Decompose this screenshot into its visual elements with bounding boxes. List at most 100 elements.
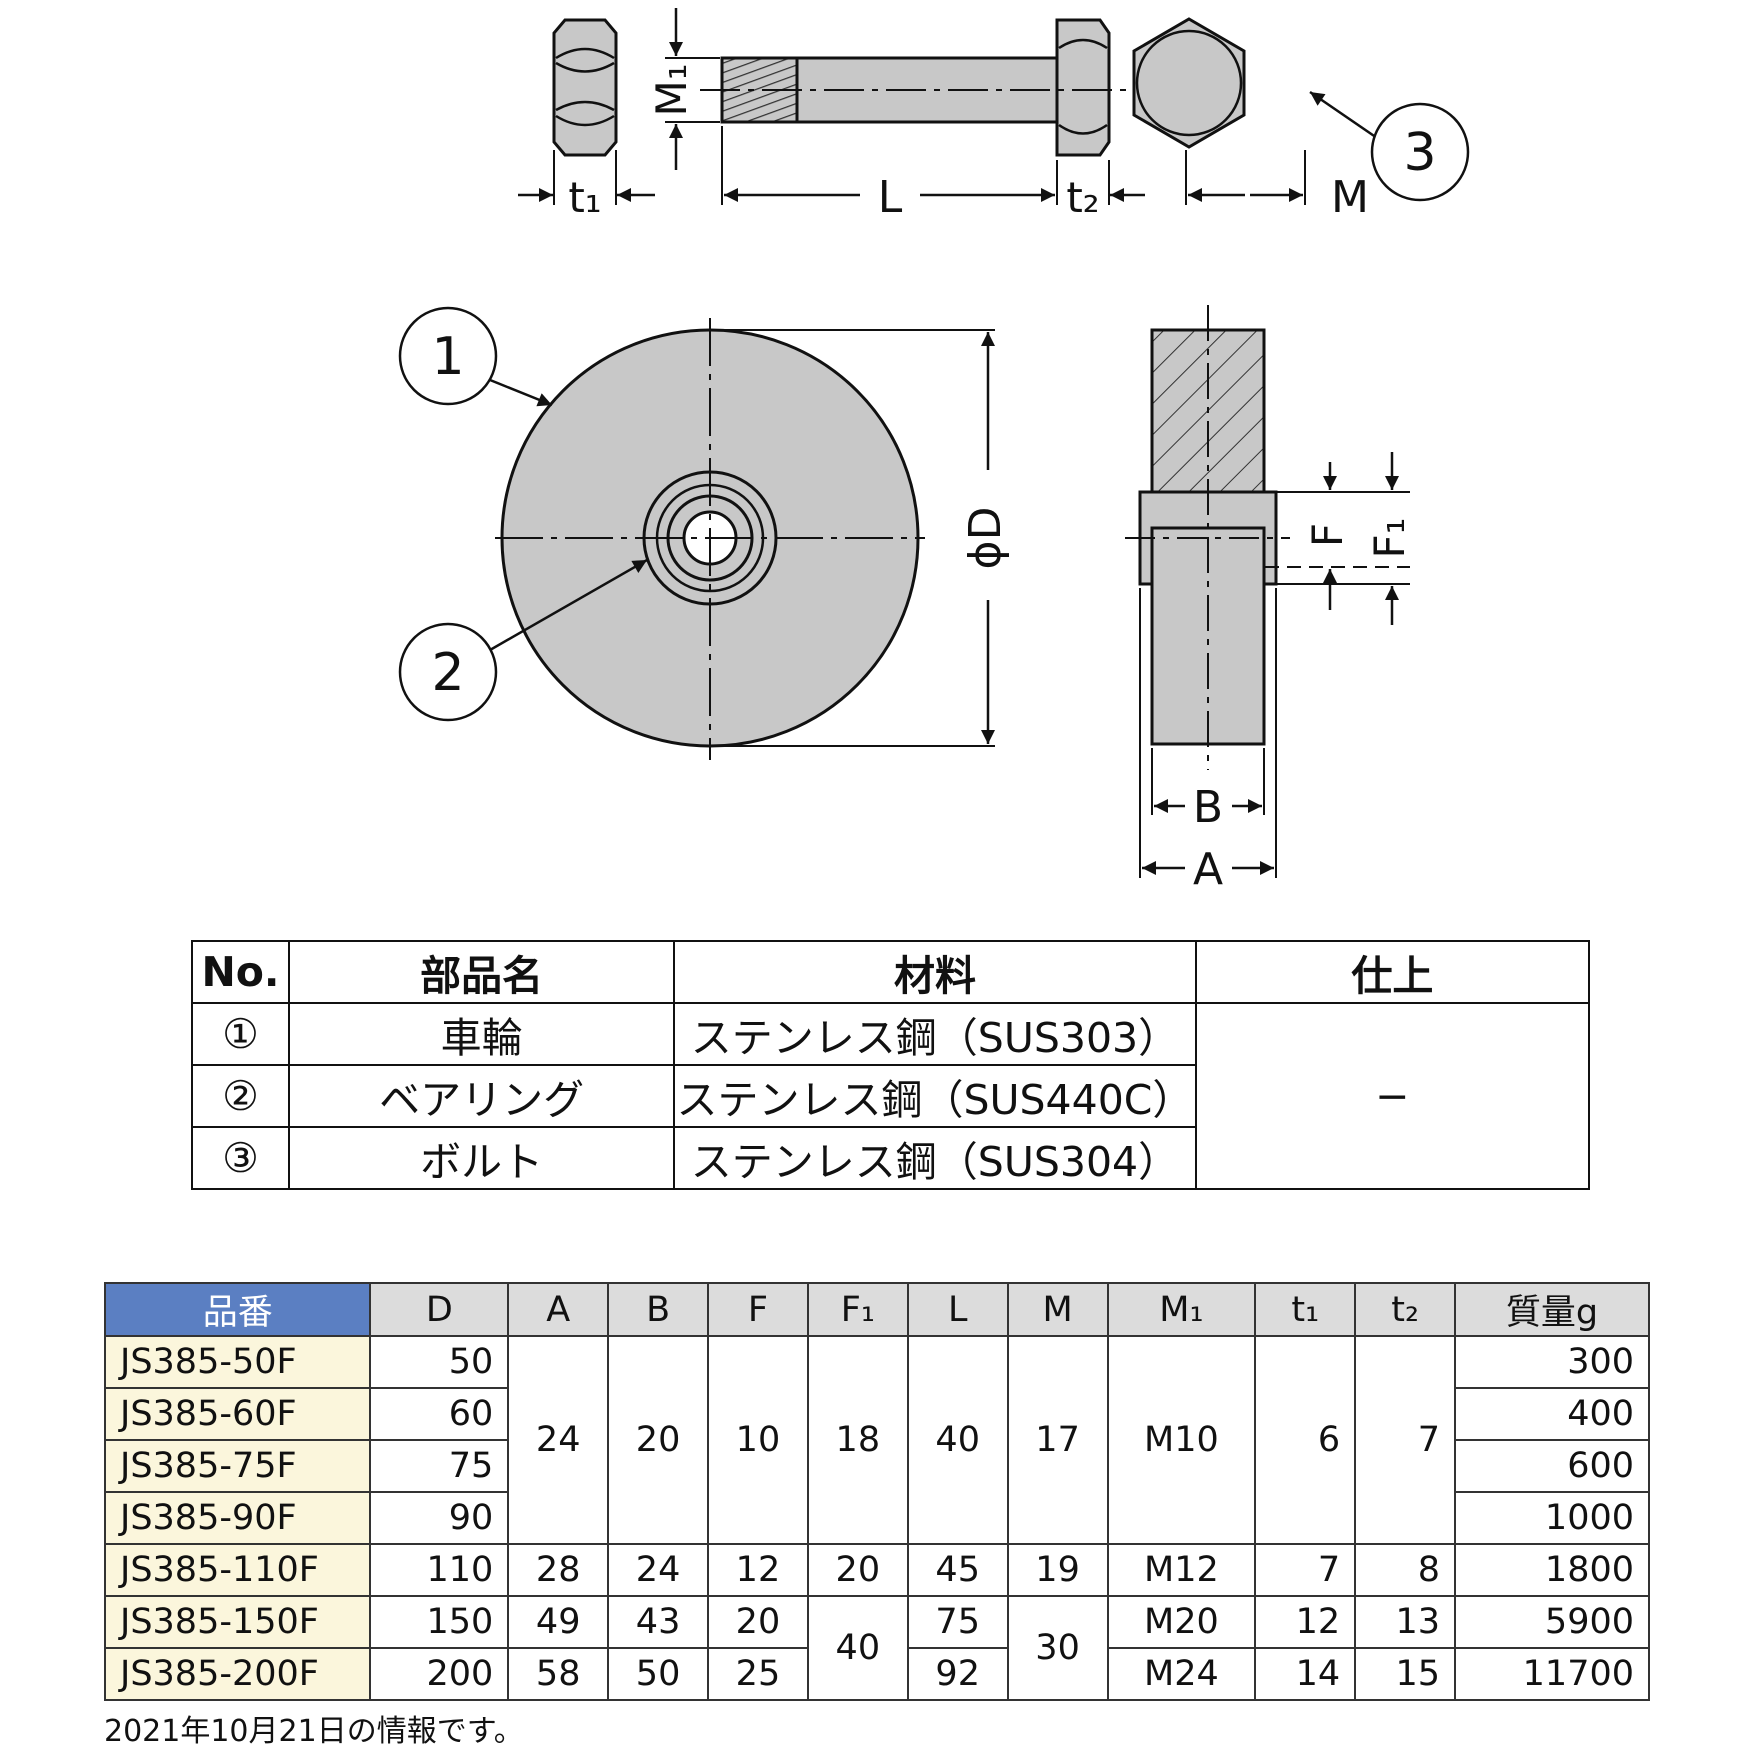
parts-table: No. 部品名 材料 仕上 ① 車輪 ステンレス鋼（SUS303） − ② ベア…: [191, 940, 1591, 1190]
value-A: 28: [507, 1543, 610, 1597]
value-D: 90: [369, 1491, 510, 1545]
value-mass: 11700: [1454, 1647, 1650, 1701]
value-D: 75: [369, 1439, 510, 1493]
dim-label-B: B: [1193, 782, 1223, 833]
value-F: 10: [707, 1335, 809, 1545]
value-M1: M24: [1106, 1647, 1257, 1701]
value-t2: 7: [1354, 1335, 1457, 1545]
value-mass: 1000: [1454, 1491, 1650, 1545]
value-A: 49: [507, 1595, 610, 1649]
part-finish: −: [1194, 1002, 1591, 1190]
bolt-head-end-view: [1132, 17, 1470, 205]
header-part-name: 部品名: [287, 940, 676, 1004]
part-number: JS385-60F: [103, 1387, 372, 1441]
table-row: ② ベアリング ステンレス鋼（SUS440C）: [191, 1064, 1589, 1128]
table-row: ① 車輪 ステンレス鋼（SUS303） −: [191, 1002, 1591, 1190]
part-number: JS385-75F: [103, 1439, 372, 1493]
dim-label-F1: F₁: [1365, 518, 1414, 559]
value-t2: 8: [1354, 1543, 1457, 1597]
part-name: 車輪: [287, 1002, 676, 1066]
value-mass: 300: [1454, 1335, 1650, 1389]
parts-table-header: No. 部品名 材料 仕上: [191, 940, 1591, 1004]
part-number: JS385-200F: [103, 1647, 372, 1701]
dim-label-L: L: [878, 172, 903, 223]
part-no: ①: [191, 1002, 290, 1066]
part-number: JS385-150F: [103, 1595, 372, 1649]
value-B: 24: [607, 1543, 710, 1597]
header-F: F: [707, 1282, 809, 1337]
part-material: ステンレス鋼（SUS440C）: [673, 1064, 1197, 1128]
value-L: 45: [906, 1543, 1009, 1597]
wheel-front-view: [398, 306, 995, 760]
part-no: ③: [191, 1126, 290, 1190]
value-M1: M20: [1106, 1595, 1257, 1649]
table-row: JS385-150F 150 49 43 20 40 75 30 M20 12 …: [103, 1595, 1650, 1701]
header-part-number: 品番: [103, 1282, 372, 1337]
value-A: 58: [507, 1647, 610, 1701]
spec-table: 品番 D A B F F₁ L M M₁ t₁ t₂ 質量g JS385-50F…: [103, 1282, 1650, 1701]
value-t1: 12: [1254, 1595, 1357, 1649]
value-mass: 600: [1454, 1439, 1650, 1493]
value-A: 24: [507, 1335, 610, 1545]
value-D: 50: [369, 1335, 510, 1389]
dim-label-t1: t₁: [568, 173, 601, 222]
part-number: JS385-50F: [103, 1335, 372, 1389]
value-B: 43: [607, 1595, 710, 1649]
dim-label-F: F: [1303, 523, 1352, 547]
bolt-side-view: [665, 8, 1145, 205]
dim-label-M1: M₁: [647, 63, 696, 116]
value-M: 17: [1006, 1335, 1109, 1545]
callout-2: 2: [431, 643, 464, 703]
callout-1: 1: [431, 327, 464, 387]
header-A: A: [507, 1282, 610, 1337]
table-row: JS385-110F 110 28 24 12 20 45 19 M12 7 8…: [103, 1543, 1650, 1597]
value-M1: M10: [1106, 1335, 1257, 1545]
value-B: 20: [607, 1335, 710, 1545]
part-name: ベアリング: [287, 1064, 676, 1128]
header-M1: M₁: [1106, 1282, 1257, 1337]
header-finish: 仕上: [1194, 940, 1591, 1004]
spec-table-header: 品番 D A B F F₁ L M M₁ t₁ t₂ 質量g: [103, 1282, 1650, 1337]
value-D: 60: [369, 1387, 510, 1441]
part-number: JS385-110F: [103, 1543, 372, 1597]
header-M: M: [1006, 1282, 1109, 1337]
table-row: JS385-200F 200 58 50 25 92 M24 14 15 117…: [103, 1647, 1650, 1701]
header-L: L: [906, 1282, 1009, 1337]
table-row: JS385-75F 75 600: [103, 1439, 1650, 1493]
table-row: JS385-90F 90 1000: [103, 1491, 1650, 1545]
value-B: 50: [607, 1647, 710, 1701]
value-L: 40: [906, 1335, 1009, 1545]
header-mass: 質量g: [1454, 1282, 1650, 1337]
value-L: 92: [906, 1647, 1009, 1701]
header-D: D: [369, 1282, 510, 1337]
value-M1: M12: [1106, 1543, 1257, 1597]
nut-side-view: [518, 18, 655, 205]
value-F: 12: [707, 1543, 809, 1597]
value-t1: 6: [1254, 1335, 1357, 1545]
value-F: 20: [707, 1595, 809, 1649]
part-name: ボルト: [287, 1126, 676, 1190]
value-M: 30: [1006, 1595, 1109, 1701]
value-D: 200: [369, 1647, 510, 1701]
dim-label-phiD: ϕD: [960, 507, 1011, 570]
header-t1: t₁: [1254, 1282, 1357, 1337]
part-material: ステンレス鋼（SUS304）: [673, 1126, 1197, 1190]
value-F1: 18: [806, 1335, 909, 1545]
value-M: 19: [1006, 1543, 1109, 1597]
table-row: JS385-60F 60 400: [103, 1387, 1650, 1441]
header-B: B: [607, 1282, 710, 1337]
value-mass: 1800: [1454, 1543, 1650, 1597]
table-row: JS385-50F 50 24 20 10 18 40 17 M10 6 7 3…: [103, 1335, 1650, 1545]
header-F1: F₁: [806, 1282, 909, 1337]
value-F1: 20: [806, 1543, 909, 1597]
dim-label-t2: t₂: [1066, 173, 1099, 222]
part-no: ②: [191, 1064, 290, 1128]
value-F1: 40: [806, 1595, 909, 1701]
table-row: ③ ボルト ステンレス鋼（SUS304）: [191, 1126, 1589, 1190]
value-t2: 13: [1354, 1595, 1457, 1649]
dim-label-A: A: [1193, 844, 1223, 895]
value-L: 75: [906, 1595, 1009, 1649]
part-number: JS385-90F: [103, 1491, 372, 1545]
header-t2: t₂: [1354, 1282, 1457, 1337]
value-t1: 7: [1254, 1543, 1357, 1597]
